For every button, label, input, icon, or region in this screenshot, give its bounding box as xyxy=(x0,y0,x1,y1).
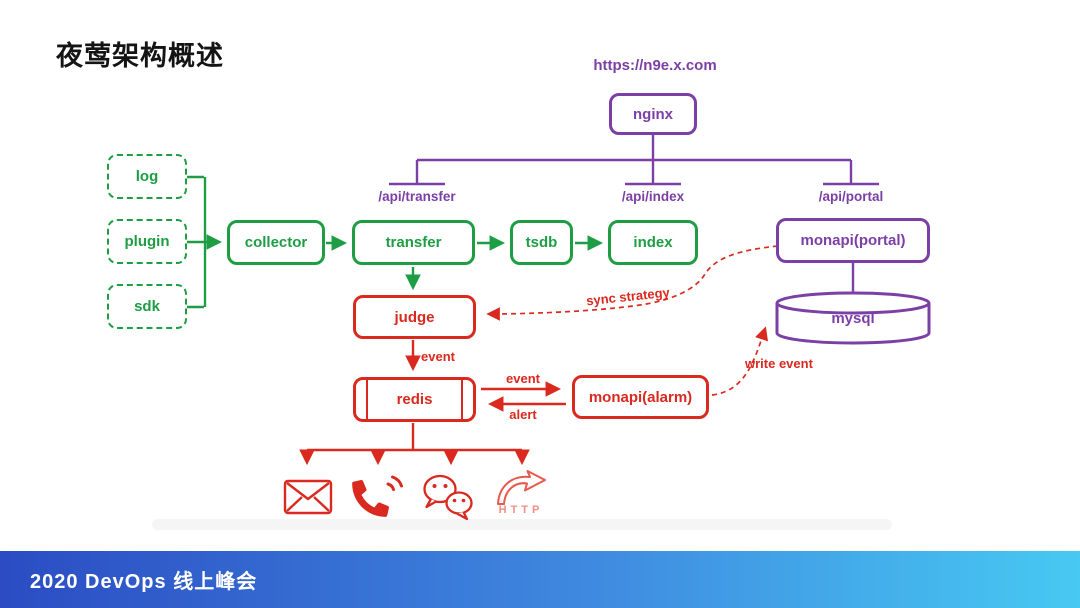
node-judge: judge xyxy=(353,295,476,339)
http-icon-label: HTTP xyxy=(498,504,544,516)
node-judge-label: judge xyxy=(394,308,435,326)
node-plugin: plugin xyxy=(107,219,187,264)
node-transfer: transfer xyxy=(352,220,475,265)
nginx-route-tree-lines xyxy=(389,135,879,294)
http-icon xyxy=(497,470,546,505)
node-mysql-label: mysql xyxy=(831,310,875,327)
node-monapi-alarm-label: monapi(alarm) xyxy=(588,388,693,406)
node-transfer-label: transfer xyxy=(385,234,442,251)
node-monapi-portal-label: monapi(portal) xyxy=(800,232,906,249)
node-tsdb-label: tsdb xyxy=(525,234,558,251)
edge-label-judge-event: event xyxy=(421,349,455,364)
node-index: index xyxy=(608,220,698,265)
page-title: 夜莺架构概述 xyxy=(56,41,224,71)
footer-text: 2020 DevOps 线上峰会 xyxy=(30,571,258,593)
node-sdk-label: sdk xyxy=(134,298,160,315)
node-collector: collector xyxy=(227,220,325,265)
dashed-links xyxy=(486,245,779,396)
node-nginx-label: nginx xyxy=(633,105,673,123)
route-api-index: /api/index xyxy=(621,189,685,204)
node-collector-label: collector xyxy=(244,234,308,251)
footer-banner: 2020 DevOps 线上峰会 xyxy=(0,551,1080,608)
edge-label-alert: alert xyxy=(509,407,537,422)
node-log: log xyxy=(107,154,187,199)
node-log-label: log xyxy=(135,168,159,185)
node-tsdb: tsdb xyxy=(510,220,573,265)
node-index-label: index xyxy=(633,234,673,251)
node-monapi-alarm: monapi(alarm) xyxy=(572,375,709,419)
edge-label-redis-event: event xyxy=(506,371,540,386)
wechat-icon xyxy=(423,474,473,521)
node-sdk: sdk xyxy=(107,284,187,329)
email-icon xyxy=(283,479,333,515)
node-plugin-label: plugin xyxy=(124,233,170,250)
phone-icon xyxy=(352,475,403,517)
edge-label-write-event: write event xyxy=(745,356,813,371)
nginx-url-label: https://n9e.x.com xyxy=(593,57,717,74)
node-nginx: nginx xyxy=(609,93,697,135)
route-api-portal: /api/portal xyxy=(818,189,884,204)
metric-flow-lines xyxy=(187,175,604,309)
node-redis: redis xyxy=(353,377,476,422)
route-api-transfer: /api/transfer xyxy=(378,189,456,204)
node-monapi-portal: monapi(portal) xyxy=(776,218,930,263)
mysql-cylinder-shape xyxy=(775,291,931,345)
node-redis-label: redis xyxy=(396,391,433,408)
alert-flow-lines xyxy=(299,340,566,466)
content-divider xyxy=(152,519,892,530)
